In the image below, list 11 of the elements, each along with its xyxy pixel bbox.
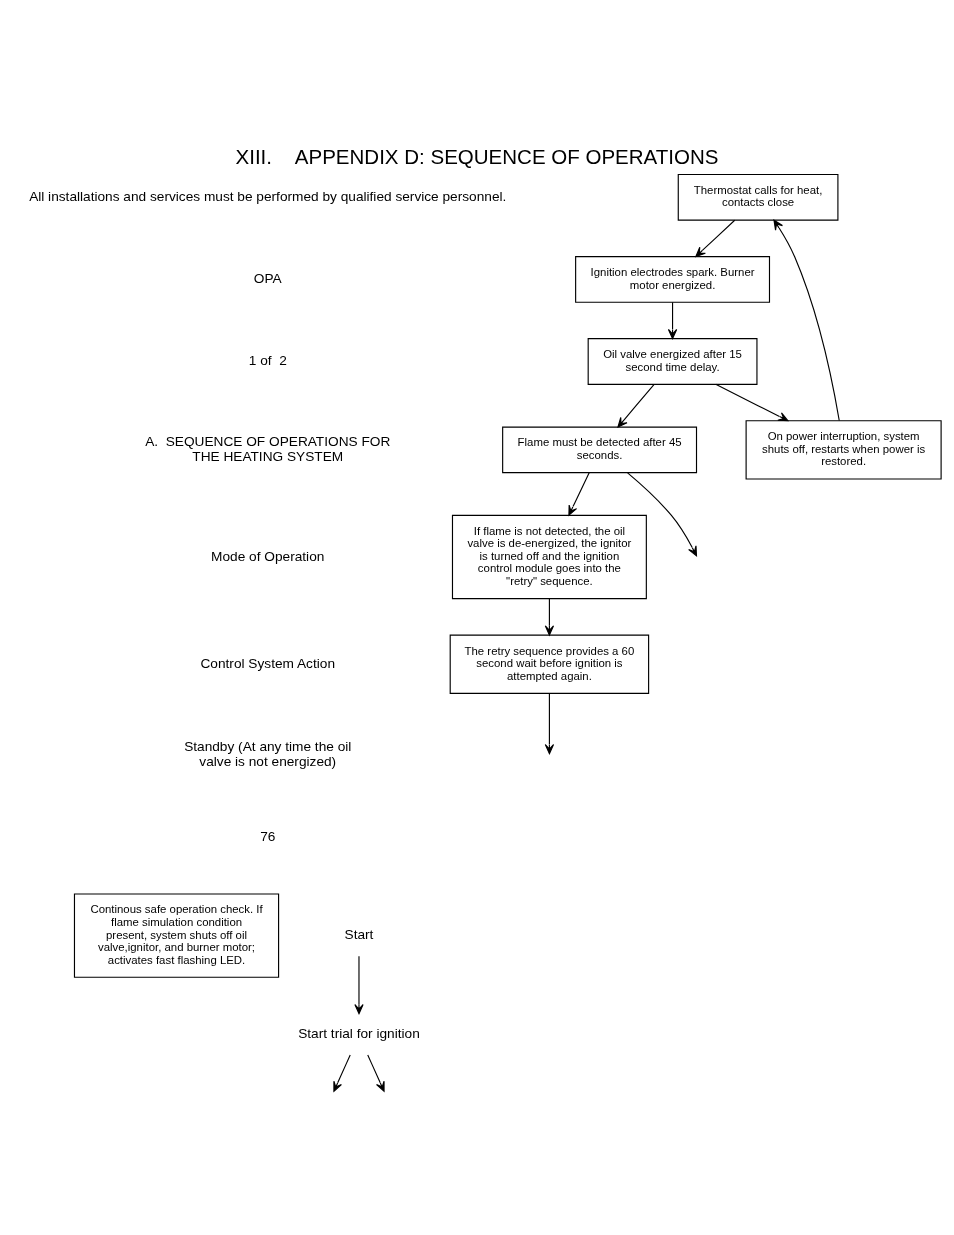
label: A. SEQUENCE OF OPERATIONS FOR THE HEATING SYSTEM [145, 434, 391, 464]
node-text: Start trial for ignition [298, 1025, 420, 1041]
diagram-title: XIII. APPENDIX D: SEQUENCE OF OPERATIONS [235, 144, 719, 168]
label: OPA [253, 270, 282, 286]
label: Standby (At any time the oil valve is not energized) [184, 739, 352, 769]
label: 76 [260, 828, 276, 844]
label: Control System Action [200, 655, 335, 671]
label: Mode of Operation [211, 548, 325, 564]
node-text: Start [344, 927, 374, 943]
label: 1 of 2 [248, 353, 287, 369]
label: All installations and services must be performed by qualified service personnel. [29, 188, 507, 204]
